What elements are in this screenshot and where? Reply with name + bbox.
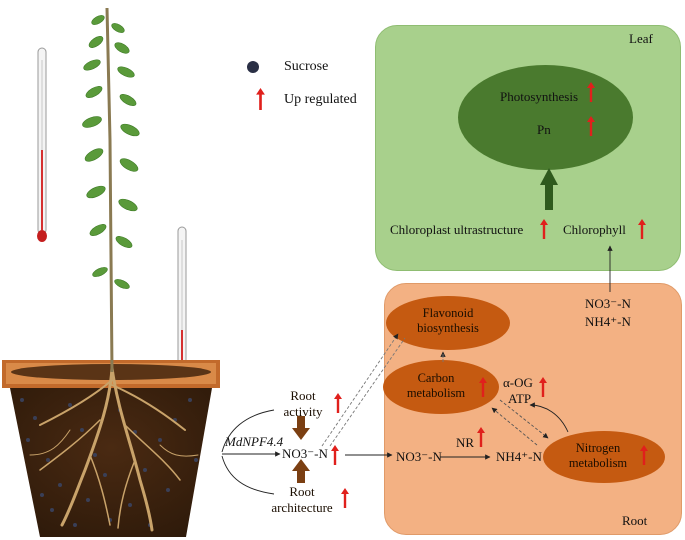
no3-to-flavonoid-arrow-2 — [329, 337, 406, 447]
root-activity-label: Root activity — [268, 388, 338, 419]
chlorophyll-label: Chlorophyll — [563, 222, 626, 237]
pn-label: Pn — [537, 122, 551, 137]
nh4-root-label: NH4⁺-N — [496, 449, 542, 464]
brown-down-arrow-icon — [292, 416, 310, 440]
sucrose-legend-label: Sucrose — [284, 59, 329, 74]
nitrogen-to-atp-arrow — [529, 402, 569, 433]
up-arrow-nr-icon — [477, 427, 485, 447]
nitrogen-to-carbon-arrow — [491, 407, 538, 446]
soil-sucrose-dots — [20, 398, 198, 527]
up-arrow-chlorophyll-icon — [638, 219, 646, 239]
nr-label: NR — [456, 435, 475, 450]
nitrogen-line2: metabolism — [568, 456, 628, 470]
carbon-to-nitrogen-arrow — [499, 399, 549, 439]
atp-label: ATP — [508, 391, 532, 406]
up-arrow-photosynthesis-icon — [587, 82, 595, 102]
up-arrow-no3-center-icon — [331, 445, 339, 465]
carbon-line2: metabolism — [406, 386, 466, 400]
photosynthesis-ellipse — [458, 65, 633, 170]
no3-root-label: NO3⁻-N — [396, 449, 442, 464]
no3-center-label: NO3⁻-N — [282, 446, 328, 461]
root-activity-line1: Root — [290, 388, 316, 403]
no3-top-label: NO3⁻-N — [585, 296, 631, 311]
up-arrow-root-activity-icon — [334, 393, 342, 413]
flavonoid-label: Flavonoid biosynthesis — [386, 306, 510, 336]
up-arrow-nitrogen-icon — [640, 445, 648, 465]
flavonoid-line1: Flavonoid — [422, 306, 474, 320]
leaf-title: Leaf — [629, 31, 653, 46]
photosynthesis-label: Photosynthesis — [500, 89, 579, 104]
up-arrow-chloroplast-icon — [540, 219, 548, 239]
sucrose-dot-icon — [247, 61, 259, 73]
up-regulated-legend-label: Up regulated — [284, 92, 357, 107]
aog-label: α-OG — [503, 375, 533, 390]
up-arrow-aog-icon — [539, 377, 547, 397]
plant-icon — [82, 7, 140, 373]
roots-icon — [29, 366, 199, 532]
green-up-arrow-icon — [540, 168, 558, 210]
root-title: Root — [622, 513, 648, 528]
carbon-ellipse — [383, 360, 499, 414]
root-arch-line2: architecture — [271, 499, 333, 515]
chloroplast-label: Chloroplast ultrastructure — [390, 222, 524, 237]
root-arch-line1: Root — [289, 484, 315, 499]
root-activity-curve — [221, 409, 275, 453]
no3-to-flavonoid-arrow — [321, 333, 399, 447]
up-arrow-root-architecture-icon — [341, 488, 349, 508]
root-activity-line2: activity — [283, 403, 323, 419]
brown-up-arrow-icon — [292, 459, 310, 483]
nitrogen-label: Nitrogen metabolism — [543, 441, 653, 471]
nitrogen-line1: Nitrogen — [575, 441, 621, 455]
gene-label: MdNPF4.4 — [225, 434, 284, 449]
thermometer-left-icon — [37, 47, 47, 242]
flavonoid-ellipse — [386, 296, 510, 350]
up-arrow-carbon-icon — [479, 377, 487, 397]
carbon-label: Carbon metabolism — [381, 371, 491, 401]
root-architecture-label: Root architecture — [262, 484, 342, 515]
root-architecture-curve — [221, 455, 275, 495]
nh4-top-label: NH4⁺-N — [585, 314, 631, 329]
up-arrow-legend-icon — [256, 88, 265, 110]
up-arrow-pn-icon — [587, 116, 595, 136]
flavonoid-line2: biosynthesis — [417, 321, 479, 335]
carbon-line1: Carbon — [417, 371, 455, 385]
